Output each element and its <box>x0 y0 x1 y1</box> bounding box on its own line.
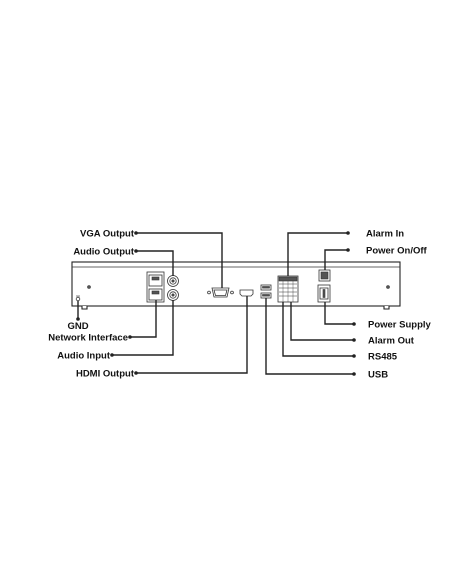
leader-lines <box>77 232 354 375</box>
leader-alarm-in <box>287 232 348 276</box>
leader-rs485 <box>282 302 354 357</box>
right-labels: Alarm In Power On/Off Power Supply Alarm… <box>366 229 432 381</box>
dot-power-supply <box>352 322 356 326</box>
dot-rs485 <box>352 354 356 358</box>
leader-hdmi-output <box>136 296 248 374</box>
right-foot <box>383 306 390 310</box>
leader-power-on-off <box>324 249 348 270</box>
dot-gnd <box>76 317 80 321</box>
dot-power-on-off <box>346 248 350 252</box>
leader-power-supply <box>324 302 354 325</box>
dot-hdmi-output <box>134 371 138 375</box>
audio-jacks <box>167 275 179 301</box>
label-gnd: GND <box>67 321 88 332</box>
label-vga-output: VGA Output <box>80 229 135 240</box>
hdmi-port <box>239 289 254 297</box>
leader-audio-input <box>112 300 174 356</box>
leader-network-interface <box>130 300 157 338</box>
left-labels: VGA Output Audio Output GND Network Inte… <box>48 229 135 380</box>
gnd-terminal <box>75 295 81 302</box>
nvr-rear-panel <box>71 261 401 310</box>
screw-left <box>87 285 91 289</box>
left-foot <box>81 306 88 310</box>
power-socket <box>317 284 331 303</box>
label-power-supply: Power Supply <box>368 320 432 331</box>
dot-alarm-out <box>352 338 356 342</box>
leader-dots <box>76 231 356 376</box>
chassis-body <box>71 261 401 307</box>
label-power-on-off: Power On/Off <box>366 246 428 257</box>
label-alarm-out: Alarm Out <box>368 336 415 347</box>
label-rs485: RS485 <box>368 352 398 363</box>
label-hdmi-output: HDMI Output <box>76 369 135 380</box>
leader-alarm-out <box>290 302 354 341</box>
label-audio-output: Audio Output <box>73 247 135 258</box>
dot-audio-input <box>110 353 114 357</box>
vga-port <box>207 287 234 298</box>
leader-audio-output <box>136 250 174 276</box>
dot-network-interface <box>128 335 132 339</box>
power-switch <box>318 269 331 282</box>
label-audio-input: Audio Input <box>57 351 111 362</box>
alarm-terminal-block <box>277 275 299 303</box>
label-usb: USB <box>368 370 388 381</box>
leader-usb <box>265 298 354 375</box>
dot-audio-output <box>134 249 138 253</box>
network-ports <box>146 271 165 303</box>
leader-vga-output <box>136 232 223 288</box>
screw-right <box>386 285 390 289</box>
dot-usb <box>352 372 356 376</box>
dot-alarm-in <box>346 231 350 235</box>
dot-vga-output <box>134 231 138 235</box>
label-network-interface: Network Interface <box>48 333 128 344</box>
label-alarm-in: Alarm In <box>366 229 404 240</box>
